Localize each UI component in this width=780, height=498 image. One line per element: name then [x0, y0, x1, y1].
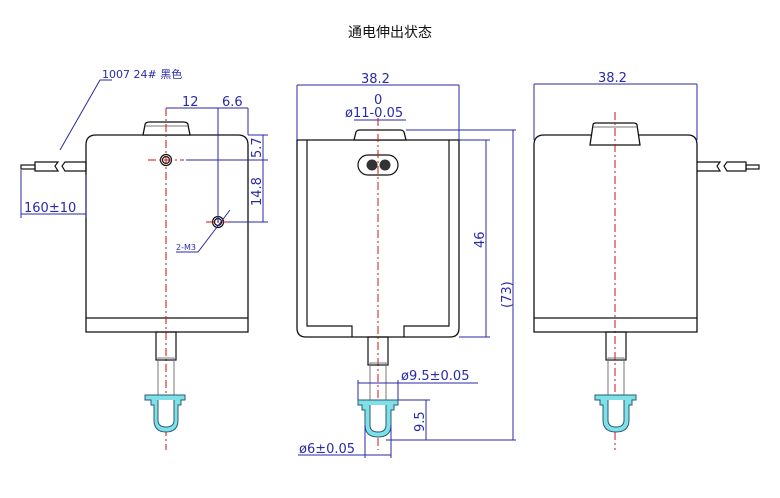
right-solenoid-body	[533, 134, 698, 333]
left-wire	[20, 161, 87, 172]
right-width-dim: 38.2	[598, 71, 627, 86]
hole-y-top-dim: 5.7	[250, 137, 265, 158]
left-plunger	[155, 331, 177, 361]
hole-x-dim: 12	[182, 95, 199, 110]
right-view: 38.2	[533, 71, 760, 450]
wire-hole-2	[379, 159, 391, 171]
left-cap-bore	[157, 400, 175, 428]
hole-spec-label: 2-M3	[176, 243, 196, 252]
left-solenoid-body	[85, 134, 249, 333]
drawing-title: 通电伸出状态	[348, 25, 432, 41]
overall-height-dim: (73)	[500, 281, 515, 308]
wire-hole-1	[366, 159, 378, 171]
front-frame	[296, 139, 460, 338]
hole-spacing-dim: 14.8	[250, 177, 265, 206]
front-width-dim: 38.2	[361, 72, 390, 87]
boss-tolerance-upper: 0	[374, 93, 382, 108]
wire-length-dim: 160±10	[24, 201, 76, 216]
left-view: 1007 24# 黑色 160±10 12 6.6 5.7 14.8 2-M3	[20, 67, 268, 450]
front-view: 38.2 0 ø11-0.05 46 (73) ø9.5±0.05 9.5 ø6…	[296, 72, 516, 458]
wire-spec-label: 1007 24# 黑色	[102, 67, 182, 81]
hole-offset-dim: 6.6	[222, 95, 243, 110]
front-cap-bore	[369, 405, 387, 433]
front-frame-inner	[306, 140, 450, 337]
cap-diameter-dim: ø9.5±0.05	[401, 369, 469, 384]
wire-leader	[59, 79, 112, 151]
right-plunger	[605, 331, 627, 361]
right-cap-bore	[607, 400, 625, 428]
front-top-boss	[353, 129, 407, 141]
tip-diameter-dim: ø6±0.05	[299, 442, 355, 457]
hole-leader	[176, 209, 231, 253]
boss-diameter-dim: ø11-0.05	[345, 106, 403, 121]
cap-height-dim: 9.5	[413, 411, 428, 432]
frame-height-dim: 46	[473, 231, 488, 248]
right-wire	[697, 161, 760, 172]
front-plunger	[367, 336, 389, 366]
